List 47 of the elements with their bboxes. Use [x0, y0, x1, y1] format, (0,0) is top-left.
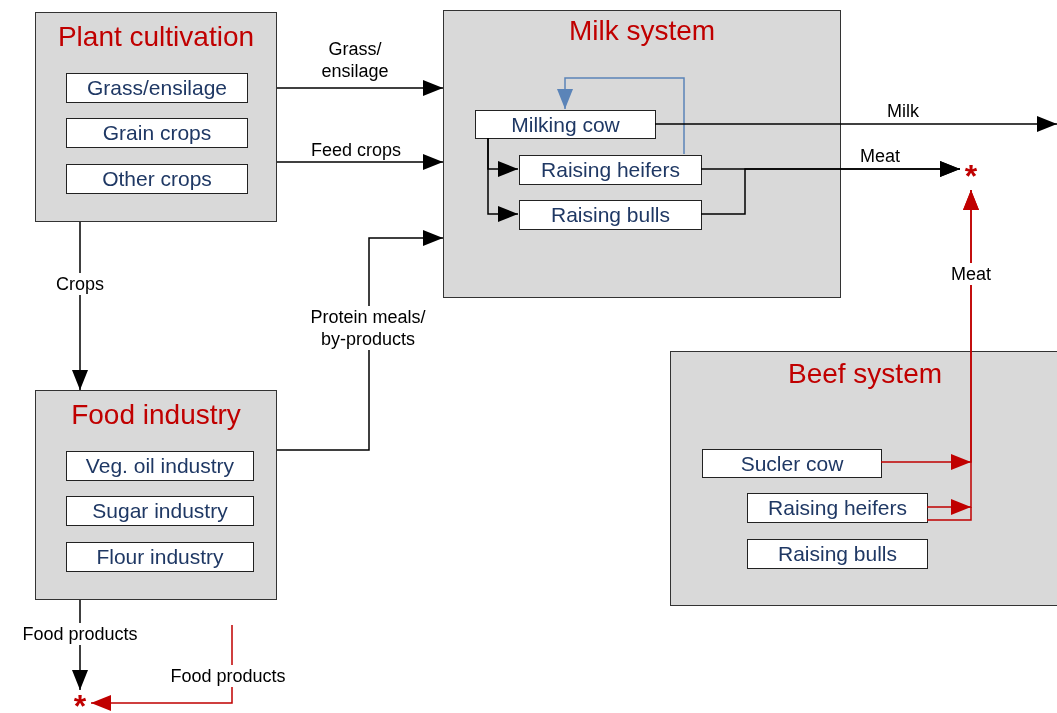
process-box: [66, 118, 248, 148]
process-label: Grass/ensilage: [86, 76, 228, 100]
system-title: Beef system: [786, 358, 944, 390]
process-label: Raising heifers: [768, 496, 907, 520]
process-box: [519, 155, 702, 185]
process-label: Sugar industry: [92, 499, 228, 523]
system-panel: [35, 390, 277, 600]
process-box: [66, 542, 254, 572]
arrow: [926, 189, 979, 515]
process-label: Sucler cow: [740, 451, 844, 476]
system-panel: [35, 12, 277, 222]
arrow: [700, 161, 961, 215]
process-box: [747, 539, 928, 569]
process-label: Raising bulls: [777, 542, 898, 566]
arrow: [276, 230, 444, 451]
edge-label: Food products: [168, 665, 288, 687]
system-panel: [443, 10, 841, 298]
process-label: Grain crops: [102, 121, 212, 145]
arrow: [557, 77, 685, 155]
asterisk-mark: *: [73, 690, 87, 713]
process-box: [519, 200, 702, 230]
edge-label: Food products: [20, 623, 140, 645]
process-box: [66, 73, 248, 103]
process-label: Raising bulls: [550, 203, 671, 227]
process-label: Flour industry: [96, 545, 224, 569]
process-label: Raising heifers: [541, 158, 680, 182]
process-label: Milking cow: [511, 112, 620, 137]
process-label: Other crops: [102, 167, 212, 191]
system-title: Milk system: [567, 15, 717, 47]
edge-label: Crops: [54, 273, 106, 295]
process-box: [66, 496, 254, 526]
process-box: [747, 493, 928, 523]
process-box: [66, 164, 248, 194]
edge-label: Meat: [949, 263, 993, 285]
arrow: [276, 80, 444, 96]
process-box: [66, 451, 254, 481]
system-title: Plant cultivation: [56, 21, 256, 53]
process-box: [475, 110, 656, 139]
arrow: [654, 116, 1057, 132]
process-label: Veg. oil industry: [85, 454, 235, 478]
system-panel: [670, 351, 1057, 606]
arrow: [487, 137, 519, 222]
asterisk-mark: *: [964, 160, 978, 192]
arrow: [90, 624, 233, 711]
process-box: [702, 449, 882, 478]
system-title: Food industry: [70, 399, 242, 431]
arrow: [276, 154, 444, 170]
